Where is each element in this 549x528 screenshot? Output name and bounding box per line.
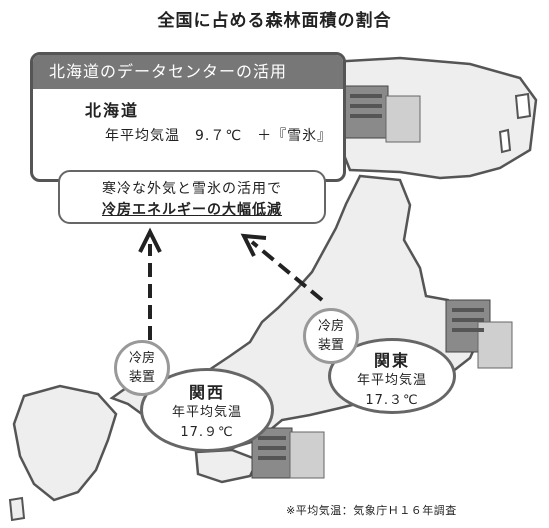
- cooler-label: 装置: [317, 338, 344, 353]
- kanto-temp-label: 年平均気温: [356, 373, 427, 388]
- cooler-label: 冷房: [317, 319, 344, 334]
- kansai-temp-label: 年平均気温: [171, 405, 242, 420]
- kanto-arrow: [240, 233, 324, 302]
- kansai-arrow: [138, 227, 162, 340]
- kansai-temp-value: 17.９℃: [180, 425, 234, 440]
- callout-line: 寒冷な外気と雪氷の活用で: [102, 181, 282, 197]
- island-small: [498, 128, 512, 154]
- kanto-region-label: 関東: [373, 351, 410, 370]
- hokkaido-temp-label: 年平均気温 9.７℃ ＋『雪氷』: [105, 128, 333, 144]
- hokkaido-header: 北海道のデータセンターの活用: [33, 55, 343, 89]
- island-small: [514, 92, 532, 120]
- benefit-callout: 寒冷な外気と雪氷の活用で 冷房エネルギーの大幅低減: [58, 170, 326, 224]
- datacenter-icon: [343, 85, 421, 143]
- shikoku-landmass: [194, 448, 260, 484]
- kanto-cooler-badge: 冷房 装置: [303, 308, 359, 364]
- kanto-temp-value: 17.３℃: [365, 393, 419, 408]
- island-small: [8, 496, 26, 522]
- cooler-label: 冷房: [128, 351, 155, 366]
- kansai-region-label: 関西: [188, 383, 225, 402]
- callout-emphasis: 冷房エネルギーの大幅低減: [102, 202, 282, 218]
- cooler-label: 装置: [128, 370, 155, 385]
- datacenter-icon: [445, 299, 513, 369]
- kyushu-landmass: [12, 384, 118, 502]
- page-title: 全国に占める森林面積の割合: [157, 11, 392, 31]
- kansai-cooler-badge: 冷房 装置: [114, 340, 170, 396]
- hokkaido-region-label: 北海道: [85, 101, 140, 120]
- hokkaido-panel: 北海道のデータセンターの活用 北海道 年平均気温 9.７℃ ＋『雪氷』: [30, 52, 346, 182]
- footnote: ※平均気温：気象庁Ｈ１６年調査: [286, 504, 457, 517]
